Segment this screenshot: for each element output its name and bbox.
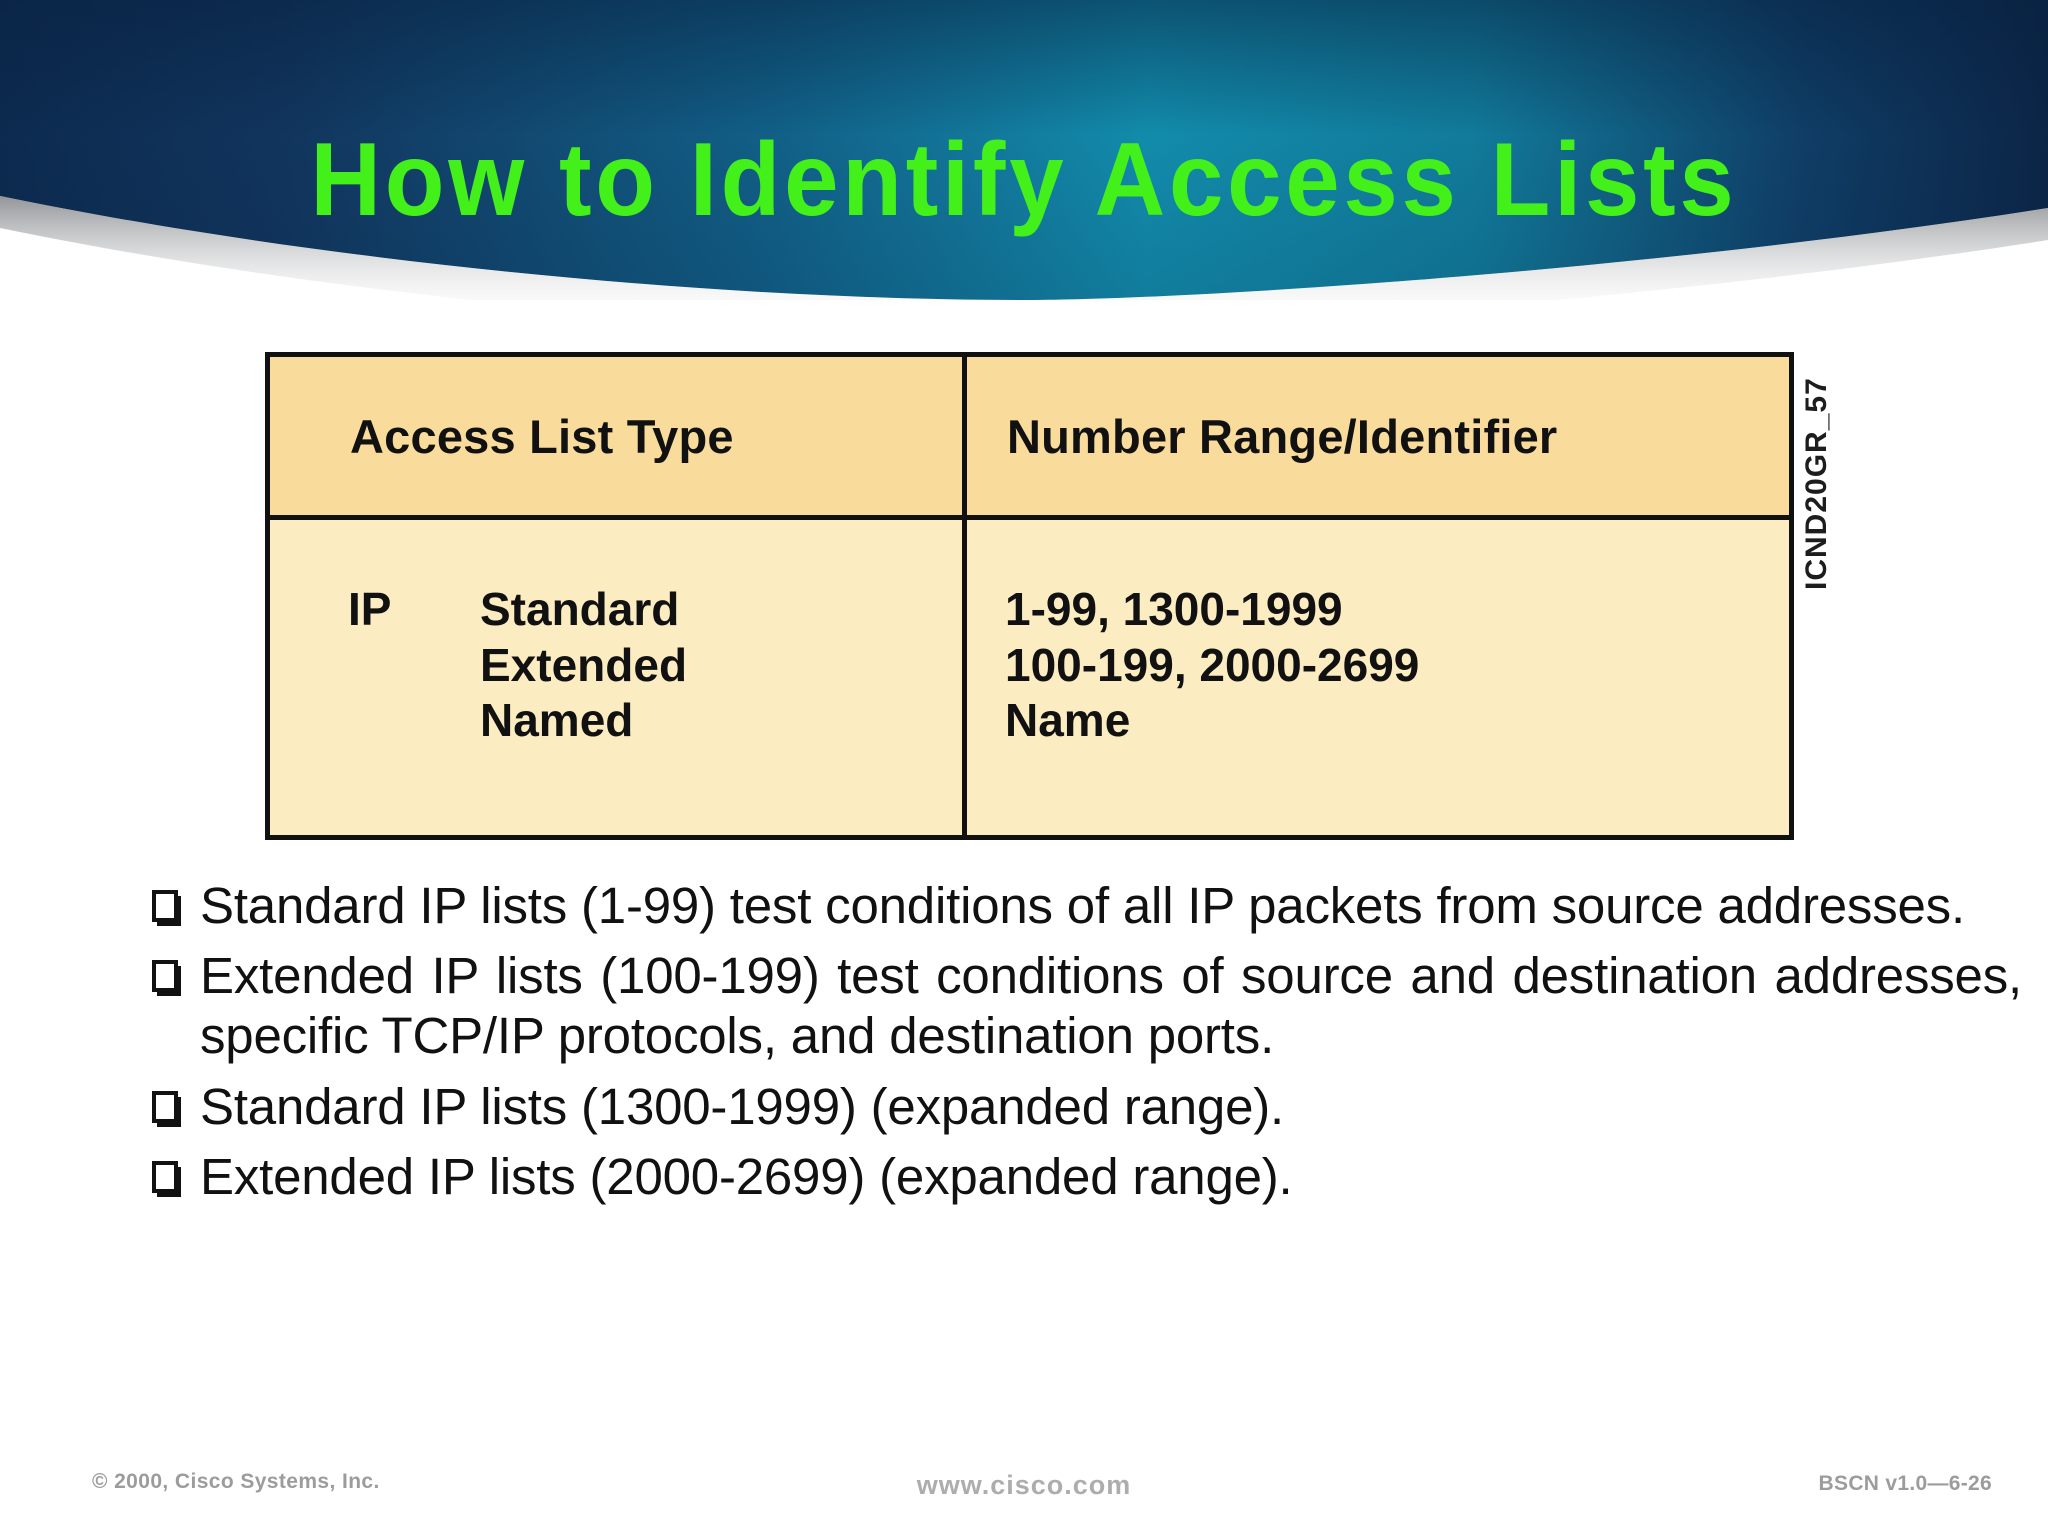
list-item: Extended IP lists (100-199) test conditi… (152, 946, 2022, 1066)
range-standard: 1-99, 1300-1999 (1005, 583, 1343, 635)
table-header-cell-type: Access List Type (265, 352, 967, 520)
footer-copyright: © 2000, Cisco Systems, Inc. (92, 1470, 380, 1493)
list-item-text: Standard IP lists (1300-1999) (expanded … (200, 1077, 1285, 1135)
list-item-text: Extended IP lists (2000-2699) (expanded … (200, 1147, 1293, 1205)
hollow-square-bullet-icon (152, 890, 178, 922)
list-item: Standard IP lists (1-99) test conditions… (152, 876, 2022, 936)
protocol-label-ip: IP (348, 583, 392, 635)
column-header-number-range: Number Range/Identifier (1007, 409, 1558, 463)
page-title: How to Identify Access Lists (310, 122, 1738, 238)
column-header-access-list-type: Access List Type (350, 409, 734, 463)
list-item-text: Standard IP lists (1-99) test conditions… (200, 877, 1965, 934)
footer-website: www.cisco.com (916, 1470, 1132, 1500)
access-list-table: Access List Type Number Range/Identifier… (265, 352, 1794, 840)
table-header-row: Access List Type Number Range/Identifier (265, 352, 1794, 520)
subtype-named: Named (480, 694, 634, 747)
bullet-list: Standard IP lists (1-99) test conditions… (152, 876, 2022, 1217)
access-list-subtypes: Standard Extended Named (480, 582, 687, 749)
range-named: Name (1005, 694, 1131, 747)
list-item: Extended IP lists (2000-2699) (expanded … (152, 1147, 2022, 1207)
table-body: IP Standard Extended Named 1-99, 1300-19… (265, 515, 1794, 840)
list-item: Standard IP lists (1300-1999) (expanded … (152, 1077, 2022, 1137)
header-curve-shape (0, 0, 2048, 300)
range-extended: 100-199, 2000-2699 (1005, 638, 1420, 691)
slide-header-banner: How to Identify Access Lists (0, 0, 2048, 300)
table-cell-number-range: 1-99, 1300-1999 100-199, 2000-2699 Name (962, 515, 1794, 840)
table-row: IP Standard Extended Named 1-99, 1300-19… (265, 515, 1794, 840)
hollow-square-bullet-icon (152, 1090, 178, 1123)
number-range-values: 1-99, 1300-1999 100-199, 2000-2699 Name (967, 520, 1789, 749)
table-cell-access-list-type: IP Standard Extended Named (265, 515, 967, 840)
footer-reference: BSCN v1.0—6-26 (1818, 1472, 1992, 1495)
table-header: Access List Type Number Range/Identifier (265, 352, 1794, 520)
hollow-square-bullet-icon (152, 1160, 178, 1193)
subtype-extended: Extended (480, 638, 688, 691)
source-code-label: ICND20GR_57 (1800, 377, 1833, 590)
list-item-text: Extended IP lists (100-199) test conditi… (200, 947, 2022, 1065)
hollow-square-bullet-icon (152, 960, 178, 993)
subtype-standard: Standard (480, 583, 680, 635)
slide-footer: © 2000, Cisco Systems, Inc. www.cisco.co… (0, 1470, 2048, 1510)
table-header-cell-range: Number Range/Identifier (962, 352, 1794, 520)
